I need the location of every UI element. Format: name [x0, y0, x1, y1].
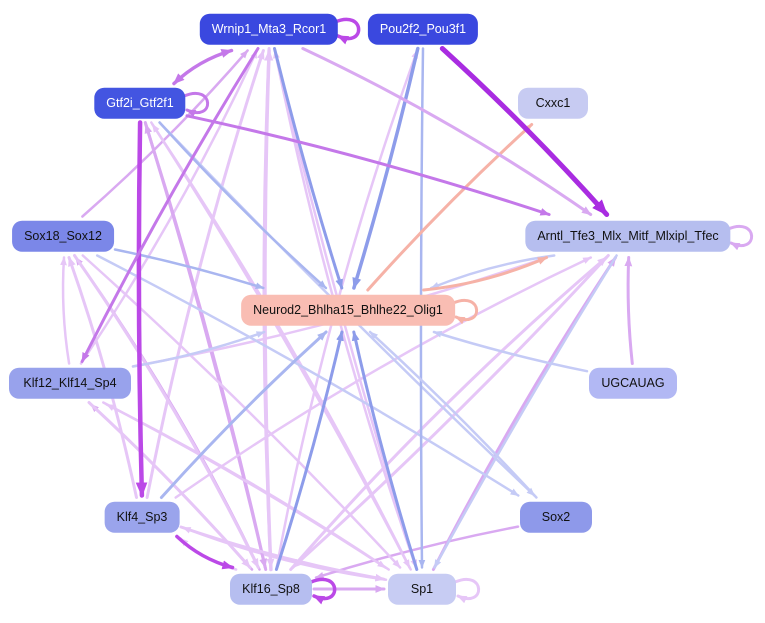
edge-wrnip1-arntl	[301, 47, 593, 216]
edge-arntl-sp1	[433, 254, 618, 569]
node-pou2f2[interactable]: Pou2f2_Pou3f1	[367, 13, 479, 45]
edge-klf16-neurod2	[274, 330, 344, 571]
node-klf12[interactable]: Klf12_Klf14_Sp4	[9, 367, 131, 399]
edge-arntl-klf16	[291, 254, 610, 569]
edge-sp1-neurod2	[351, 330, 419, 571]
edge-gtf2i-klf16	[143, 121, 268, 569]
node-ugcauag[interactable]: UGCAUAG	[589, 367, 677, 399]
edge-loop-gtf2i	[182, 92, 210, 118]
edge-ugcauag-neurod2	[432, 330, 589, 373]
edge-sox18-klf16	[73, 254, 260, 569]
edge-gtf2i-sp1	[150, 121, 411, 569]
edge-loop-klf16	[309, 577, 337, 605]
edge-sox18-neurod2	[113, 248, 265, 290]
edge-klf4-neurod2	[159, 330, 328, 499]
edge-loop-wrnip1	[333, 17, 361, 45]
edge-pou2f2-neurod2	[352, 46, 420, 290]
edge-klf4-klf16	[175, 534, 235, 570]
node-gtf2i[interactable]: Gtf2i_Gtf2f1	[94, 87, 186, 119]
node-arntl[interactable]: Arntl_Tfe3_Mlx_Mitf_Mlxipl_Tfec	[525, 220, 731, 252]
edge-wrnip1-klf12	[80, 47, 260, 363]
node-sox2[interactable]: Sox2	[520, 501, 592, 533]
node-sox18[interactable]: Sox18_Sox12	[12, 220, 114, 252]
edge-pou2f2-arntl	[439, 46, 610, 217]
node-cxxc1[interactable]: Cxxc1	[518, 87, 588, 119]
edge-ugcauag-arntl	[624, 256, 634, 365]
node-wrnip1[interactable]: Wrnip1_Mta3_Rcor1	[199, 13, 339, 45]
edge-loop-neurod2	[451, 299, 479, 325]
edge-sox18-sox2	[95, 254, 520, 497]
edge-klf4-arntl	[174, 256, 593, 499]
edge-gtf2i-wrnip1	[172, 48, 234, 86]
edge-gtf2i-klf4	[135, 120, 148, 498]
edge-neurod2-arntl	[422, 256, 549, 292]
node-klf16[interactable]: Klf16_Sp8	[230, 573, 312, 605]
edge-sp1-klf4	[181, 526, 388, 581]
edge-klf4-wrnip1	[145, 49, 265, 499]
node-klf4[interactable]: Klf4_Sp3	[104, 501, 180, 533]
edge-klf12-klf16	[87, 401, 252, 569]
edge-gtf2i-arntl	[185, 114, 551, 216]
edge-klf12-sox18	[60, 256, 71, 365]
node-sp1[interactable]: Sp1	[388, 573, 456, 605]
edge-gtf2i-neurod2	[158, 121, 328, 290]
edge-klf12-wrnip1	[79, 49, 259, 365]
edge-klf12-neurod2	[131, 330, 266, 368]
edge-loop-sp1	[453, 578, 481, 604]
edge-sox2-neurod2	[368, 330, 538, 499]
edge-wrnip1-neurod2	[273, 47, 344, 290]
edge-loop-arntl	[726, 225, 754, 251]
node-neurod2[interactable]: Neurod2_Bhlha15_Bhlhe22_Olig1	[241, 294, 455, 326]
edge-neurod2-cxxc1	[366, 123, 534, 292]
